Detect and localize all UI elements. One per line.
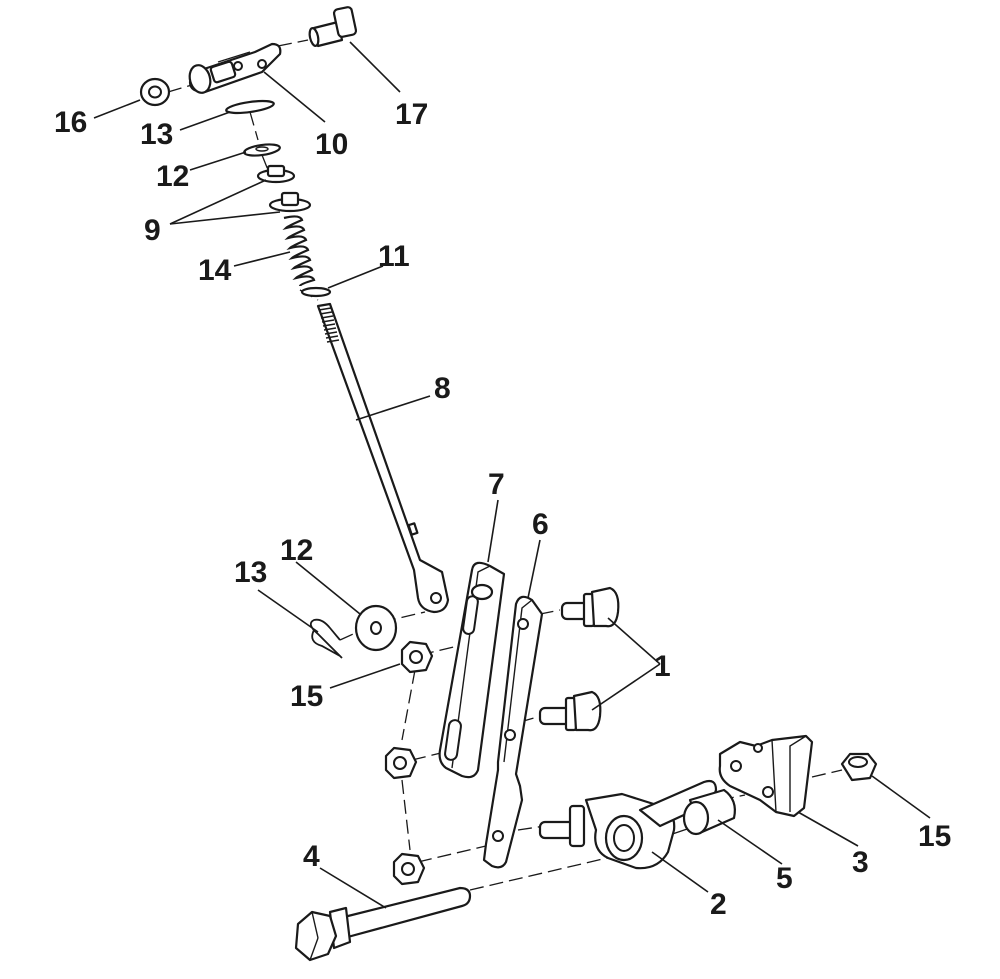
callout-10: 10 (315, 128, 348, 161)
callout-17: 17 (395, 98, 428, 131)
callout-15: 15 (290, 680, 323, 713)
callout-16: 16 (54, 106, 87, 139)
callout-2: 2 (710, 888, 727, 921)
callout-12: 12 (156, 160, 189, 193)
callout-5: 5 (776, 862, 793, 895)
leader-lines (93, 41, 931, 909)
callout-13: 13 (140, 118, 173, 151)
part-12-washer-top (243, 143, 281, 157)
part-3-bracket (718, 734, 814, 818)
part-1-shoulder-bolts (538, 586, 620, 732)
part-12-washer-lower (354, 604, 398, 652)
part-13-washer-top (225, 99, 275, 115)
part-7-slotted-link (438, 561, 506, 779)
part-9-spring-seats (256, 164, 312, 213)
part-17-clevis-pin (308, 6, 358, 48)
callout-12-lower: 12 (280, 534, 313, 567)
part-13-hairpin-clip (309, 618, 343, 659)
callout-9: 9 (144, 214, 161, 247)
part-15-flange-nuts (384, 640, 434, 886)
part-8-rod (316, 302, 450, 614)
callout-4: 4 (303, 840, 320, 873)
callout-1: 1 (654, 650, 671, 683)
callout-8: 8 (434, 372, 451, 405)
callout-14: 14 (198, 254, 232, 287)
part-5-bushing (682, 788, 736, 836)
part-16-nut (139, 77, 171, 107)
part-10-yoke (188, 42, 282, 94)
callout-3: 3 (852, 846, 869, 879)
part-11-washer (300, 286, 332, 298)
part-6-offset-link (482, 595, 544, 869)
part-14-spring (282, 215, 316, 287)
part-2-pivot-lever (538, 779, 718, 870)
callout-6: 6 (532, 508, 549, 541)
callout-labels: 16 13 10 17 12 9 14 11 8 7 6 12 13 15 1 … (54, 98, 951, 921)
callout-7: 7 (488, 468, 505, 501)
callout-11: 11 (378, 240, 410, 273)
part-4-long-bolt (294, 886, 472, 962)
part-15-flange-nut-right (840, 752, 878, 782)
callout-13-lower: 13 (234, 556, 267, 589)
callout-15-right: 15 (918, 820, 951, 853)
